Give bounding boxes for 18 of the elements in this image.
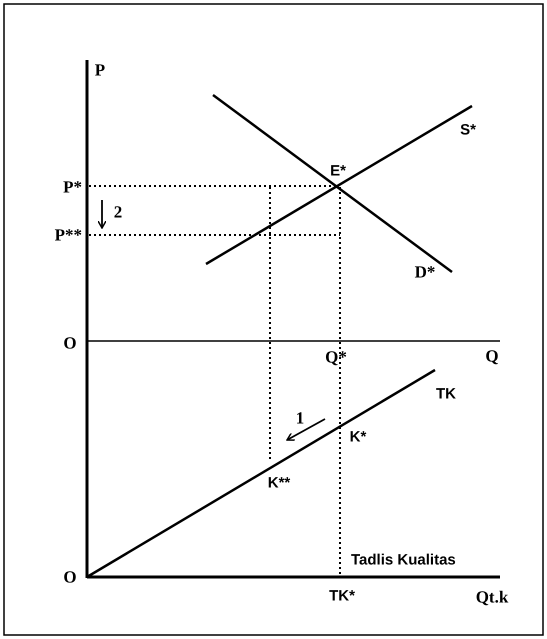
curve-label: TK [436, 386, 456, 402]
step-number: 2 [114, 204, 122, 220]
axis-label: Qt.k [476, 588, 508, 606]
point-label: E* [330, 164, 346, 178]
curve-label: S* [460, 122, 476, 138]
origin-label: O [63, 334, 77, 352]
price-label: P** [54, 226, 82, 244]
origin-label: O [63, 568, 77, 586]
step-number: 1 [296, 410, 304, 426]
quality-note: Tadlis Kualitas [351, 552, 456, 568]
point-label: K** [268, 476, 290, 490]
curve-label: D* [414, 264, 436, 280]
axis-label: P [94, 62, 106, 78]
price-label: P* [63, 178, 82, 196]
axis-label: Q [485, 348, 499, 364]
quality-label: TK* [329, 588, 355, 604]
point-label: K* [350, 430, 366, 444]
quantity-label: Q* [325, 348, 347, 366]
